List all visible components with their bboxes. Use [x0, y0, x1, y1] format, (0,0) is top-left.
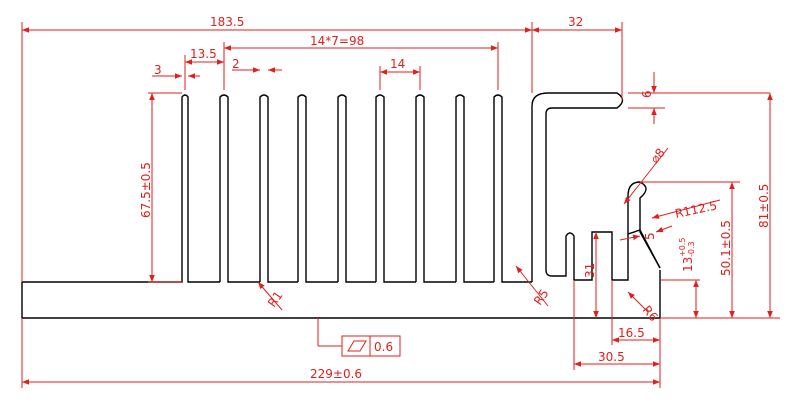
fin-9	[493, 94, 532, 283]
dimension-labels: 183.5 32 14*7=98 13.5 3 2 14 67.5±0.5 6 …	[139, 15, 771, 381]
dim-fin-thickness: 3	[154, 63, 162, 77]
flatness-callout: 0.6	[341, 335, 401, 357]
flatness-value: 0.6	[374, 340, 393, 354]
dim-root-radius-left: R1	[265, 289, 286, 310]
fin-array	[22, 94, 532, 283]
dim-lip-height: 6	[640, 90, 654, 98]
dim-overall-width: 229±0.6	[310, 367, 362, 381]
dim-slot-width-outer: 30.5	[598, 350, 625, 364]
dim-fin-gap: 2	[232, 57, 240, 71]
dim-arc-radius: R112.5	[674, 198, 719, 221]
dim-root-radius-right: R6	[640, 303, 661, 324]
fin-7	[415, 94, 456, 283]
dim-fin-height: 67.5±0.5	[139, 162, 153, 218]
dim-slot-height: 50.1±0.5	[719, 220, 733, 276]
dim-wall-thickness: 5	[643, 232, 657, 240]
profile-outline	[21, 92, 661, 319]
hook-section	[531, 92, 661, 282]
fin-8	[455, 94, 494, 283]
dim-arc-diameter: ⌀8	[648, 146, 668, 166]
clip-arc	[627, 181, 661, 269]
dim-slot-width-inner: 16.5	[618, 326, 645, 340]
dim-hook-width: 32	[568, 15, 583, 29]
flatness-icon	[347, 340, 367, 352]
dim-slot-depth-lower: -0.3	[687, 241, 696, 257]
fin-3	[259, 94, 298, 283]
fin-6	[375, 94, 416, 283]
fin-2	[219, 94, 260, 283]
dim-root-radius-mid: R5	[531, 287, 552, 308]
base-plate	[21, 270, 661, 319]
dimension-lines	[21, 22, 780, 388]
fin-5	[337, 94, 376, 283]
dim-fin-span: 183.5	[210, 15, 244, 29]
fin-1	[22, 94, 220, 283]
dim-slot-depth-upper: +0.5	[678, 238, 687, 257]
dim-fin-pitch: 14	[390, 57, 405, 71]
fin-4	[297, 94, 338, 283]
dim-overall-height: 81±0.5	[757, 184, 771, 228]
dim-fin-pitch-total: 14*7=98	[310, 34, 364, 48]
dim-slot-depth: 13 +0.5 -0.3	[678, 238, 696, 272]
dim-slot-inner-height: 31	[583, 263, 597, 278]
dim-slot-depth-value: 13	[681, 257, 695, 272]
dim-first-gap: 13.5	[190, 47, 217, 61]
